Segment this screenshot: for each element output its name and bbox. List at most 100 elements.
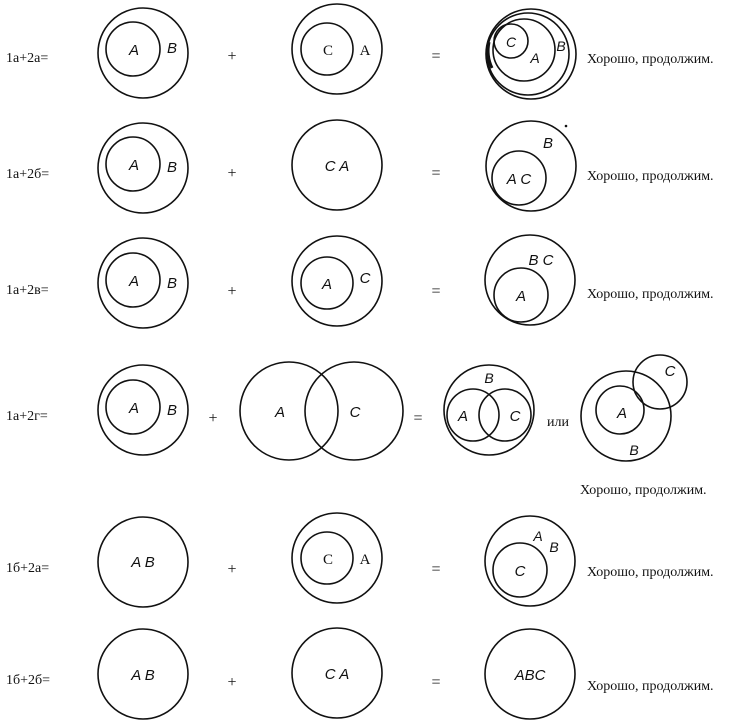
outer-circle-a <box>291 3 383 95</box>
label-b: B <box>167 40 177 57</box>
outer-circle-c <box>291 235 383 327</box>
circle-b <box>580 370 672 462</box>
circle-group-2a: C A <box>291 512 383 604</box>
inner-circle-a <box>105 136 161 192</box>
comment: Хорошо, продолжим. <box>587 52 714 67</box>
inner-circle-c <box>300 22 354 76</box>
equals-sign: = <box>431 674 440 691</box>
outer-circle-bc <box>484 234 576 326</box>
circle-a-b <box>97 516 189 608</box>
comment: Хорошо, продолжим. <box>587 679 714 694</box>
circle-group-2b: C A <box>291 627 383 719</box>
label-bc: B C <box>528 252 553 269</box>
plus-sign: + <box>227 561 236 578</box>
label-a: A <box>515 288 526 305</box>
circle-c-a <box>291 119 383 211</box>
label-b: B <box>167 275 177 292</box>
circle-group-1a: A B <box>97 7 189 99</box>
circle-a <box>239 361 339 461</box>
outer-circle-b <box>443 364 535 456</box>
circle-group-1a: A B <box>97 122 189 214</box>
label-a: A <box>616 405 627 422</box>
or-label: или <box>547 415 569 430</box>
outer-circle-b <box>97 7 189 99</box>
label-a: A <box>128 157 139 174</box>
circle-group-2a: C A <box>291 3 383 95</box>
inner-circle-c <box>492 542 548 598</box>
inner-circle-a <box>105 252 161 308</box>
label-b: B <box>167 402 177 419</box>
label-a: A <box>128 42 139 59</box>
comment: Хорошо, продолжим. <box>587 287 714 302</box>
circle-c-a <box>291 627 383 719</box>
label-ac: A C <box>506 171 532 188</box>
circle-c <box>632 354 688 410</box>
label-a: A <box>457 408 468 425</box>
plus-sign: + <box>227 283 236 300</box>
circle-group-1b: A B <box>97 628 189 720</box>
label-c: C <box>510 408 521 425</box>
label-b: B <box>549 539 558 555</box>
outer-circle-b <box>485 8 577 100</box>
equals-sign: = <box>431 48 440 65</box>
row-2: 1a+2б= A B + C A = A C B Хорошо, продолж… <box>6 119 714 214</box>
label-a: A <box>532 528 542 544</box>
circle-group-2v: A C <box>291 235 383 327</box>
label-b: B <box>167 159 177 176</box>
equals-sign: = <box>413 410 422 427</box>
formula-2: 1a+2б= <box>6 167 49 182</box>
inner-circle-c <box>300 531 354 585</box>
label-a: A <box>274 404 285 421</box>
result-circles: C A B <box>485 8 577 100</box>
inner-circle-ac <box>491 150 547 206</box>
row-3: 1a+2в= A B + A C = A B C Хорошо, продолж… <box>6 234 714 329</box>
label-a: A <box>529 50 539 66</box>
label-ca: C A <box>325 666 349 683</box>
thick-arc <box>486 41 494 69</box>
inner-circle-a <box>300 256 354 310</box>
circle-group-1a: A B <box>97 364 189 456</box>
plus-sign: + <box>227 165 236 182</box>
label-ab: A B <box>130 554 155 571</box>
label-c: C <box>515 563 526 580</box>
outer-circle-a <box>291 512 383 604</box>
formula-1: 1a+2a= <box>6 51 48 66</box>
label-b: B <box>484 370 493 386</box>
label-a: A <box>360 43 371 59</box>
inner-circle-a <box>105 379 161 435</box>
circle-c <box>478 388 532 442</box>
row-1: 1a+2a= A B + C A = C A B Хорошо, продолж… <box>6 3 714 100</box>
circle-a-b <box>97 628 189 720</box>
label-c: C <box>350 404 361 421</box>
comment: Хорошо, продолжим. <box>587 565 714 580</box>
outer-circle-ab <box>484 515 576 607</box>
label-c: C <box>323 43 333 59</box>
comment: Хорошо, продолжим. <box>587 169 714 184</box>
circle-group-2g: A C <box>239 361 404 461</box>
inner-circle-c <box>493 23 529 59</box>
outer-circle-b <box>97 364 189 456</box>
row-6: 1б+2б= A B + C A = ABC Хорошо, продолжим… <box>6 627 714 720</box>
plus-sign: + <box>227 48 236 65</box>
circle-c <box>304 361 404 461</box>
equals-sign: = <box>431 561 440 578</box>
label-b: B <box>543 135 553 152</box>
label-a: A <box>360 552 371 568</box>
circle-group-2b: C A <box>291 119 383 211</box>
circle-a <box>595 385 645 435</box>
outer-circle-b <box>97 122 189 214</box>
label-ca: C A <box>325 158 349 175</box>
result-circles-2: A B C <box>580 354 688 462</box>
circle-a <box>446 388 500 442</box>
formula-5: 1б+2a= <box>6 561 49 576</box>
circle-abc <box>484 628 576 720</box>
label-ab: A B <box>130 667 155 684</box>
inner-circle-a <box>105 21 161 77</box>
label-c: C <box>323 552 333 568</box>
stray-dot <box>564 124 568 128</box>
row-4: 1a+2г= A B + A C = B A C или A <box>6 354 707 498</box>
circle-group-1a: A B <box>97 237 189 329</box>
label-c: C <box>506 34 517 50</box>
label-a: A <box>321 276 332 293</box>
